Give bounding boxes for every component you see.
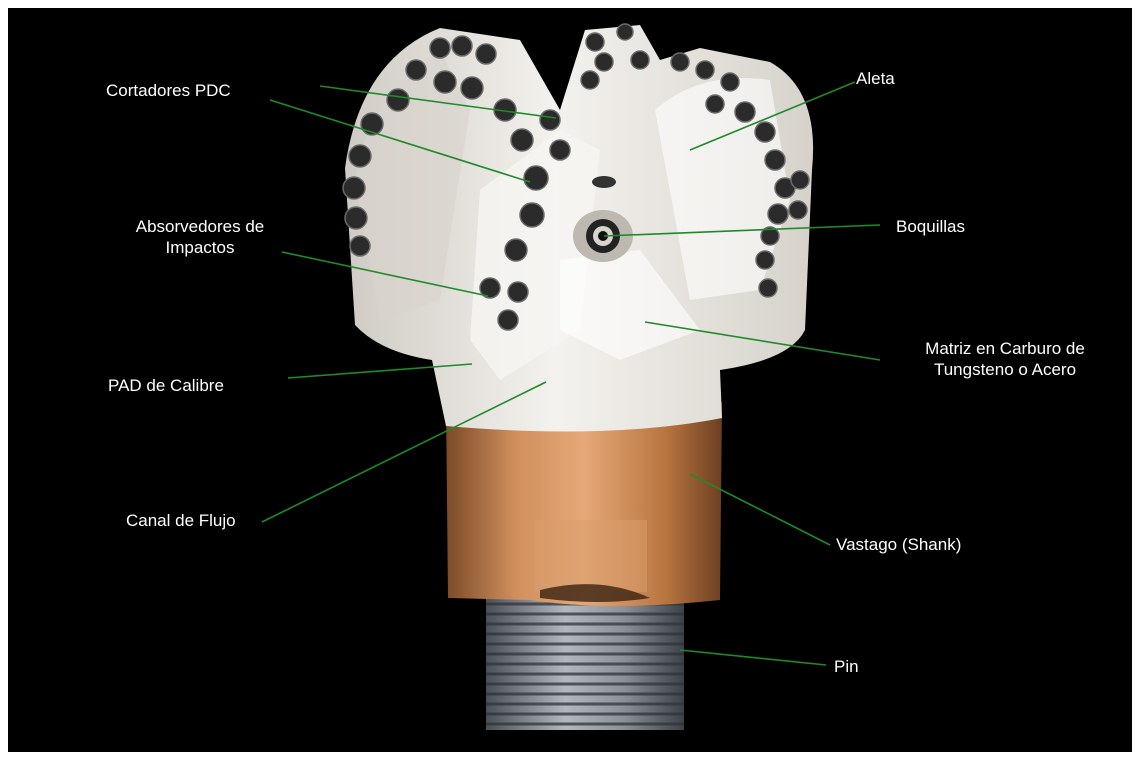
label-absorvedores-line2: Impactos [104,237,296,258]
label-absorvedores: Absorvedores de Impactos [104,216,296,258]
label-matriz-line2: Tungsteno o Acero [900,359,1110,380]
pin-threads [486,596,684,730]
label-cortadores-pdc: Cortadores PDC [106,80,231,101]
label-matriz: Matriz en Carburo de Tungsteno o Acero [900,338,1110,380]
label-absorvedores-line1: Absorvedores de [104,216,296,237]
label-boquillas: Boquillas [896,216,965,237]
label-aleta: Aleta [856,68,895,89]
label-vastago: Vastago (Shank) [836,534,961,555]
label-pin: Pin [834,656,859,677]
shank-body [446,402,722,606]
label-matriz-line1: Matriz en Carburo de [900,338,1110,359]
label-canal-flujo: Canal de Flujo [126,510,236,531]
label-pad-calibre: PAD de Calibre [108,375,224,396]
